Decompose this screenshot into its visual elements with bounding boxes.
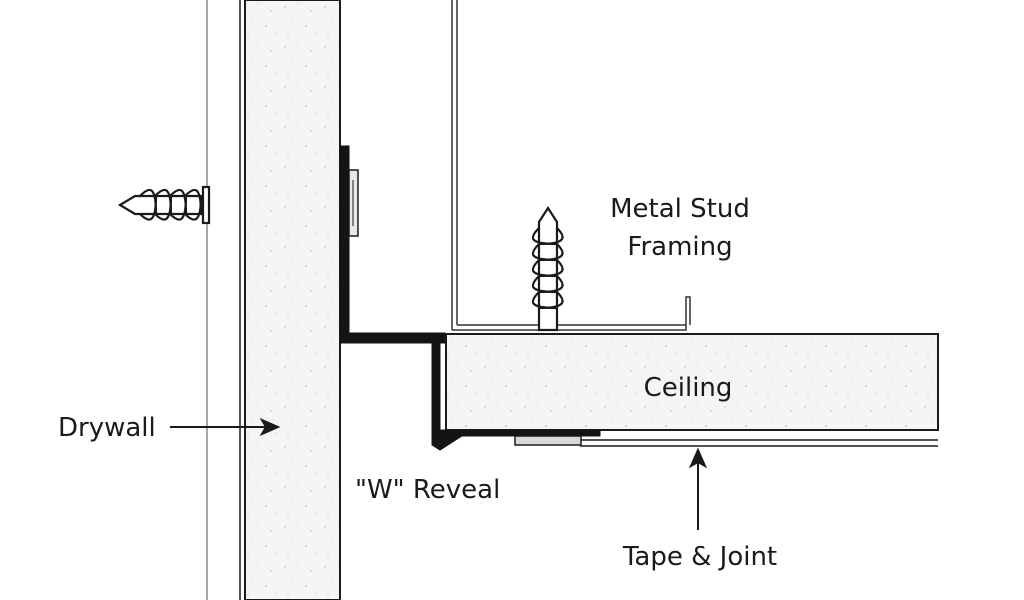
corner-bead xyxy=(514,435,582,446)
ceiling-board xyxy=(445,333,939,431)
w-reveal-label: "W" Reveal xyxy=(355,475,500,505)
drywall-arrow-icon xyxy=(170,417,281,437)
tape-joint-label: Tape & Joint xyxy=(622,542,777,572)
framing-label: Framing xyxy=(627,232,732,262)
w-reveal-profile xyxy=(339,145,601,451)
ceiling-label: Ceiling xyxy=(644,373,733,403)
drywall-board xyxy=(244,0,341,600)
tape-joint-strip xyxy=(580,439,938,447)
horizontal-screw-icon xyxy=(117,185,211,225)
wall-face-lines xyxy=(206,0,246,600)
metal-stud-framing xyxy=(451,0,691,331)
tape-joint-arrow-icon xyxy=(688,447,708,530)
drywall-label: Drywall xyxy=(58,413,156,443)
vertical-screw-icon xyxy=(531,205,564,332)
metal-stud-label: Metal Stud xyxy=(610,194,750,224)
